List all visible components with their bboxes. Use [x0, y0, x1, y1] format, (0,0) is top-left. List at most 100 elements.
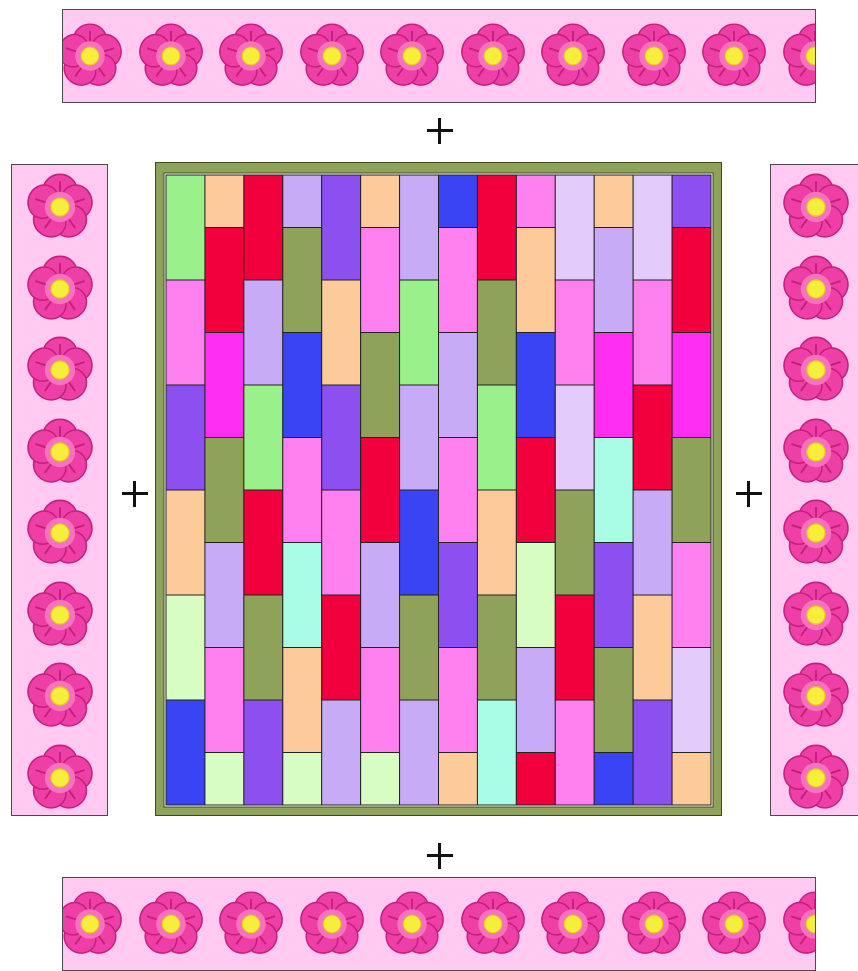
pink-flower-icon	[778, 887, 817, 961]
quilt-brick	[322, 280, 361, 385]
quilt-brick	[166, 490, 205, 595]
quilt-brick	[439, 438, 478, 543]
quilt-brick	[244, 490, 283, 595]
pink-flower-icon	[778, 740, 854, 816]
quilt-brick	[477, 385, 516, 490]
left-border-strip	[11, 164, 108, 816]
quilt-brick	[205, 753, 244, 806]
quilt-brick	[672, 543, 711, 648]
pink-flower-icon	[375, 19, 449, 93]
quilt-brick	[322, 385, 361, 490]
quilt-brick	[633, 175, 672, 280]
quilt-brick	[361, 175, 400, 228]
quilt-brick	[477, 490, 516, 595]
pink-flower-icon	[22, 658, 98, 734]
quilt-brick	[672, 753, 711, 806]
pink-flower-icon	[295, 887, 369, 961]
quilt-brick	[516, 175, 555, 228]
pink-flower-icon	[778, 495, 854, 571]
quilt-brick	[672, 175, 711, 228]
quilt-brick	[166, 175, 205, 280]
quilt-brick	[672, 648, 711, 753]
quilt-brick	[166, 595, 205, 700]
top-border-strip	[62, 9, 816, 103]
pink-flower-icon	[617, 887, 691, 961]
quilt-brick	[361, 543, 400, 648]
pink-flower-icon	[456, 19, 530, 93]
quilt-brick	[283, 753, 322, 806]
pink-flower-icon	[22, 332, 98, 408]
quilt-brick	[166, 700, 205, 805]
pink-flower-icon	[295, 19, 369, 93]
quilt-brick	[283, 438, 322, 543]
quilt-brick	[594, 753, 633, 806]
pink-flower-icon	[62, 887, 127, 961]
quilt-brick	[400, 595, 439, 700]
quilt-brick	[400, 700, 439, 805]
quilt-brick	[361, 438, 400, 543]
quilt-center	[155, 162, 722, 816]
quilt-brick	[594, 175, 633, 228]
pink-flower-icon	[778, 658, 854, 734]
quilt-brick	[555, 490, 594, 595]
pink-flower-icon	[134, 19, 208, 93]
pink-flower-icon	[778, 251, 854, 327]
quilt-brick	[555, 595, 594, 700]
quilt-brick	[166, 280, 205, 385]
quilt-brick	[555, 175, 594, 280]
quilt-brick	[205, 175, 244, 228]
quilt-brick	[477, 595, 516, 700]
quilt-brick	[361, 753, 400, 806]
quilt-brick	[205, 228, 244, 333]
quilt-brick	[361, 648, 400, 753]
quilt-brick	[672, 333, 711, 438]
quilt-brick	[283, 175, 322, 228]
quilt-brick	[283, 543, 322, 648]
pink-flower-icon	[22, 251, 98, 327]
quilt-brick	[477, 175, 516, 280]
pink-flower-icon	[22, 577, 98, 653]
pink-flower-icon	[134, 887, 208, 961]
quilt-brick	[283, 228, 322, 333]
quilt-brick	[633, 490, 672, 595]
pink-flower-icon	[778, 169, 854, 245]
quilt-brick	[516, 333, 555, 438]
quilt-brick	[672, 228, 711, 333]
pink-flower-icon	[617, 19, 691, 93]
quilt-brick	[516, 648, 555, 753]
plus-sign-left	[120, 479, 150, 509]
quilt-brick	[477, 280, 516, 385]
quilt-brick	[322, 595, 361, 700]
plus-sign-right	[734, 479, 764, 509]
pink-flower-icon	[22, 414, 98, 490]
pink-flower-icon	[778, 332, 854, 408]
pink-flower-icon	[778, 577, 854, 653]
pink-flower-icon	[22, 495, 98, 571]
pink-flower-icon	[778, 19, 817, 93]
right-border-strip	[770, 164, 858, 816]
quilt-brick	[400, 490, 439, 595]
quilt-brick-grid	[156, 163, 721, 815]
quilt-brick	[283, 333, 322, 438]
quilt-brick	[555, 280, 594, 385]
pink-flower-icon	[697, 887, 771, 961]
quilt-brick	[594, 648, 633, 753]
quilt-brick	[555, 700, 594, 805]
quilt-brick	[244, 700, 283, 805]
pink-flower-icon	[536, 19, 610, 93]
pink-flower-icon	[22, 169, 98, 245]
pink-flower-icon	[375, 887, 449, 961]
quilt-brick	[594, 543, 633, 648]
pink-flower-icon	[62, 19, 127, 93]
quilt-brick	[361, 228, 400, 333]
quilt-brick	[205, 438, 244, 543]
quilt-brick	[400, 385, 439, 490]
pink-flower-icon	[536, 887, 610, 961]
quilt-brick	[400, 175, 439, 280]
quilt-brick	[439, 228, 478, 333]
quilt-brick	[516, 228, 555, 333]
quilt-brick	[166, 385, 205, 490]
quilt-brick	[594, 438, 633, 543]
quilt-brick	[516, 543, 555, 648]
quilt-brick	[594, 333, 633, 438]
